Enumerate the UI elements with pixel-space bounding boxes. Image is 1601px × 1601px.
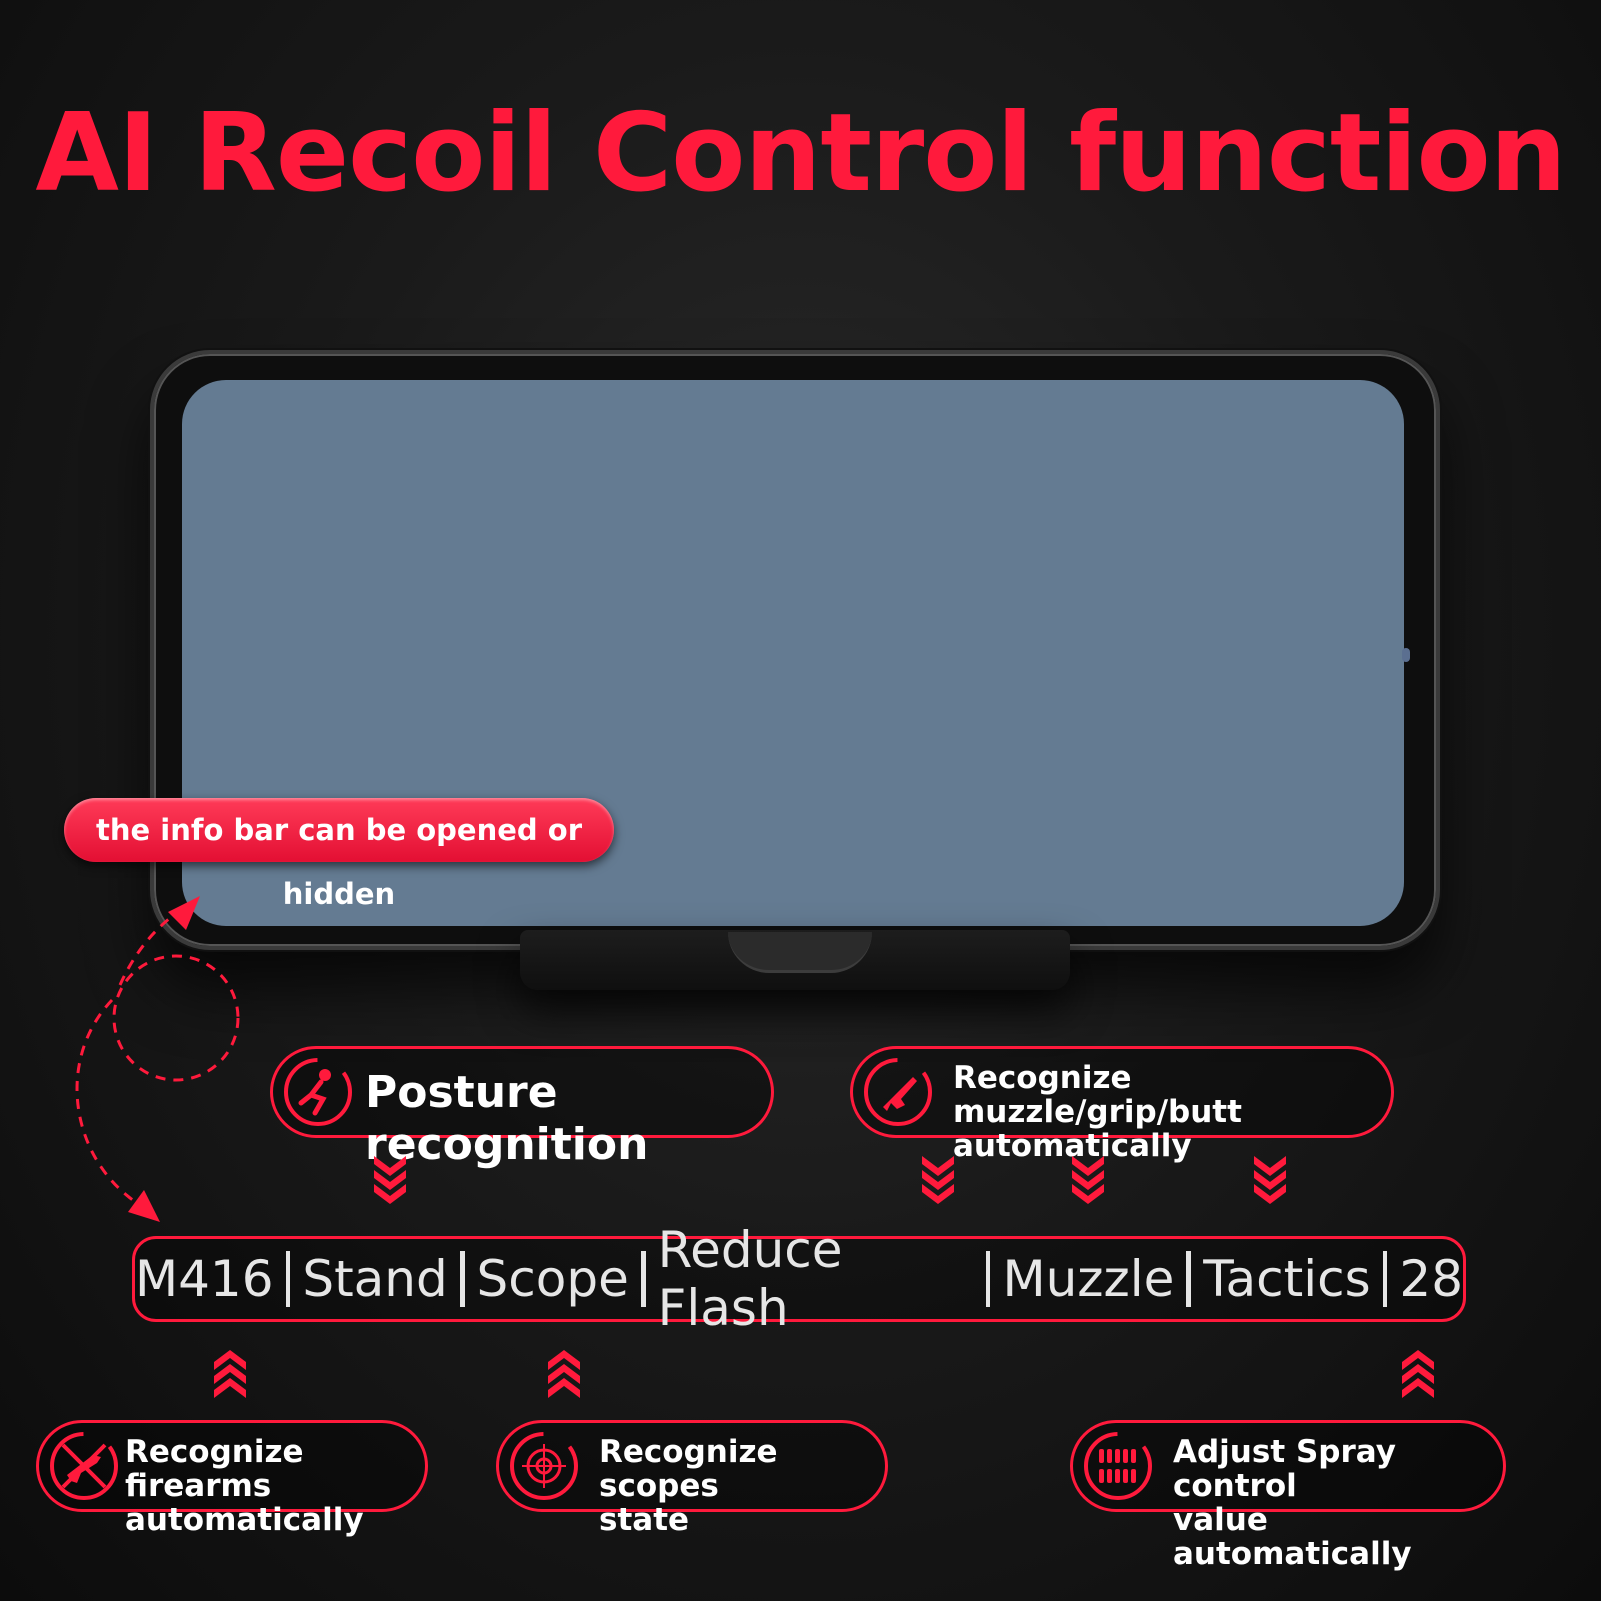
info-bar-scope: Scope xyxy=(476,1250,629,1308)
posture-icon xyxy=(284,1058,352,1126)
info-bar-toggle-label: the info bar can be opened or hidden xyxy=(64,798,614,911)
info-bar-divider xyxy=(285,1251,291,1307)
info-bar-posture: Stand xyxy=(302,1250,448,1308)
feature-scopes: Recognize scopes state xyxy=(496,1420,888,1537)
chevron-down-icon xyxy=(1072,1156,1104,1204)
feature-spray-label-1: Adjust Spray control xyxy=(1173,1434,1396,1504)
stand-notch xyxy=(728,932,872,973)
chevron-down-icon xyxy=(374,1156,406,1204)
feature-muzzle-grip-butt: Recognize muzzle/grip/butt automatically xyxy=(850,1046,1394,1163)
feature-firearms: Recognize firearms automatically xyxy=(36,1420,428,1537)
info-bar-divider xyxy=(459,1251,465,1307)
info-bar-weapon: M416 xyxy=(134,1250,274,1308)
firearm-icon xyxy=(50,1432,118,1500)
chevron-up-icon xyxy=(548,1350,580,1398)
info-bar-divider xyxy=(985,1251,991,1307)
chevron-up-icon xyxy=(214,1350,246,1398)
chevron-down-icon xyxy=(1254,1156,1286,1204)
feature-posture-label: Posture recognition xyxy=(365,1067,649,1170)
page-title: AI Recoil Control function xyxy=(35,91,1566,216)
bullets-icon xyxy=(1084,1432,1152,1500)
info-bar-divider xyxy=(640,1251,646,1307)
phone-side-button xyxy=(1402,648,1410,662)
chevron-down-icon xyxy=(922,1156,954,1204)
info-bar-slot: Muzzle xyxy=(1002,1250,1175,1308)
info-bar-divider xyxy=(1382,1251,1388,1307)
info-bar-value: 28 xyxy=(1399,1250,1464,1308)
feature-spray-control: Adjust Spray control value automatically xyxy=(1070,1420,1506,1571)
info-bar-muzzle-attachment: Reduce Flash xyxy=(657,1221,843,1337)
feature-spray-label-2: value automatically xyxy=(1173,1502,1412,1572)
feature-muzzle-label-1: Recognize muzzle/grip/butt xyxy=(953,1060,1242,1130)
feature-scopes-label-2: state xyxy=(599,1502,690,1538)
feature-muzzle-label-2: automatically xyxy=(953,1128,1192,1164)
chevron-up-icon xyxy=(1402,1350,1434,1398)
feature-posture: Posture recognition xyxy=(270,1046,774,1170)
feature-scopes-label-1: Recognize scopes xyxy=(599,1434,778,1504)
info-bar-divider xyxy=(1186,1251,1192,1307)
muzzle-grip-icon xyxy=(864,1058,932,1126)
feature-firearms-label-1: Recognize firearms xyxy=(125,1434,304,1504)
scope-icon xyxy=(510,1432,578,1500)
feature-firearms-label-2: automatically xyxy=(125,1502,364,1538)
info-bar: M416 Stand Scope Reduce Flash Muzzle Tac… xyxy=(132,1221,1466,1337)
info-bar-grip: Tactics xyxy=(1203,1250,1371,1308)
